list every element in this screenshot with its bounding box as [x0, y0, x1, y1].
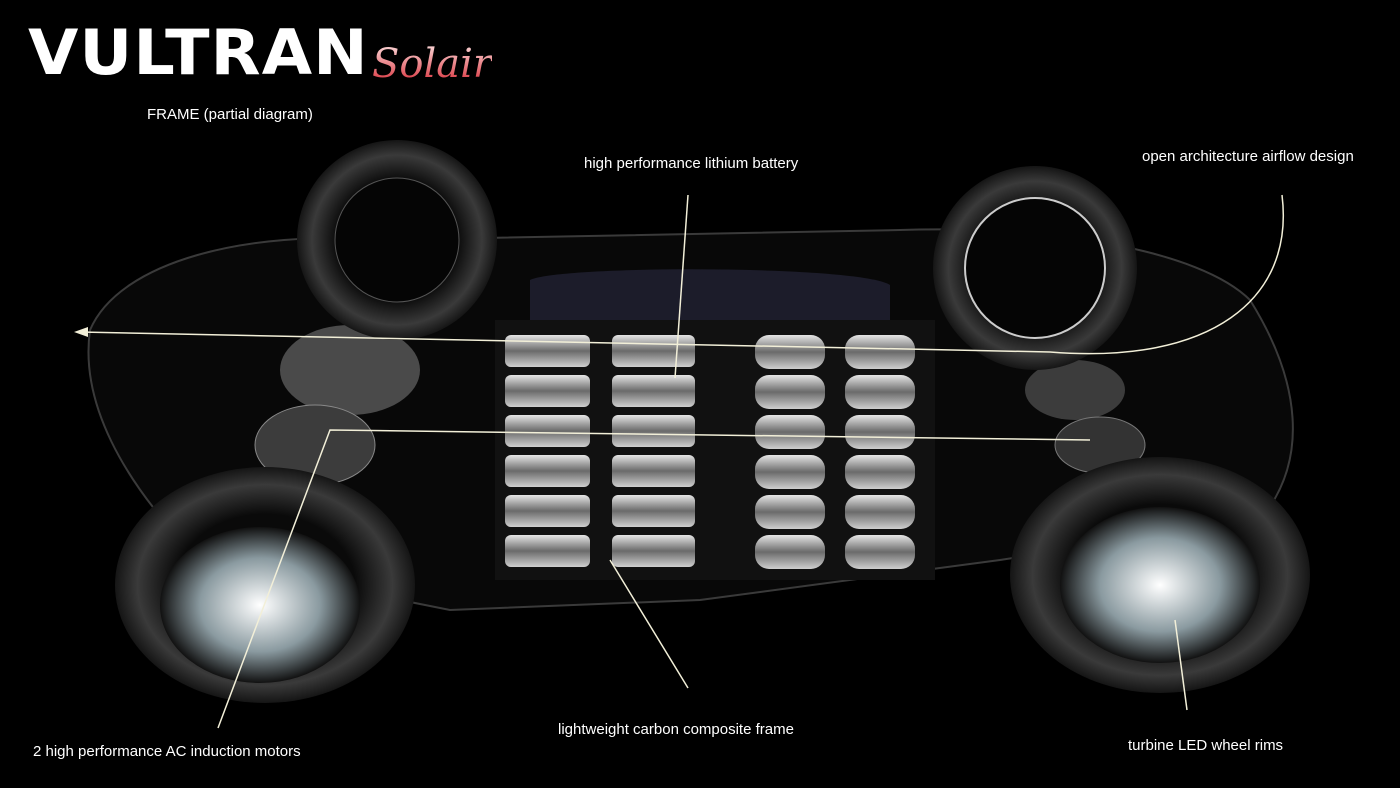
battery-cell: [845, 495, 915, 529]
wheel-front-bottom: [115, 467, 415, 703]
wheel-rear-top: [933, 166, 1137, 370]
battery-pack: [495, 320, 935, 580]
battery-cell: [845, 335, 915, 369]
motor-rear: [1025, 360, 1146, 474]
leader-lines: [74, 194, 1284, 729]
battery-cell: [845, 455, 915, 489]
arrowhead-icon: [74, 327, 88, 337]
motors-leader: [217, 429, 1091, 729]
battery-cell: [612, 335, 695, 367]
logo-model: Solair: [372, 41, 493, 87]
callout-airflow: open architecture airflow design: [1142, 148, 1354, 165]
battery-cell: [755, 335, 825, 369]
battery-cell: [755, 375, 825, 409]
battery-cell: [505, 535, 590, 567]
battery-cell: [845, 535, 915, 569]
battery-cell: [505, 415, 590, 447]
airflow-leader: [79, 194, 1284, 355]
battery-cell: [755, 455, 825, 489]
battery-leader: [674, 194, 689, 379]
battery-cell: [505, 455, 590, 487]
battery-cell: [612, 375, 695, 407]
frame-leader: [609, 559, 689, 689]
battery-cell: [755, 495, 825, 529]
battery-cell: [612, 455, 695, 487]
battery-cell: [612, 495, 695, 527]
logo-brand: VULTRAN: [28, 16, 369, 89]
callout-rims: turbine LED wheel rims: [1128, 737, 1284, 754]
battery-cell: [505, 495, 590, 527]
battery-cell: [612, 535, 695, 567]
battery-cell: [845, 415, 915, 449]
callout-battery: high performance lithium battery: [584, 155, 799, 172]
battery-cell: [505, 375, 590, 407]
battery-cell: [505, 335, 590, 367]
motor-front: [254, 325, 420, 486]
battery-cell: [755, 535, 825, 569]
rims-leader: [1174, 619, 1188, 711]
battery-cell: [845, 375, 915, 409]
battery-cell: [612, 415, 695, 447]
wheel-front-top: [297, 140, 497, 340]
callout-motors: 2 high performance AC induction motors: [33, 743, 301, 760]
wheel-rear-bottom: [1010, 457, 1310, 693]
subtitle: FRAME (partial diagram): [147, 106, 313, 123]
callout-frame: lightweight carbon composite frame: [558, 721, 794, 738]
battery-cell: [755, 415, 825, 449]
